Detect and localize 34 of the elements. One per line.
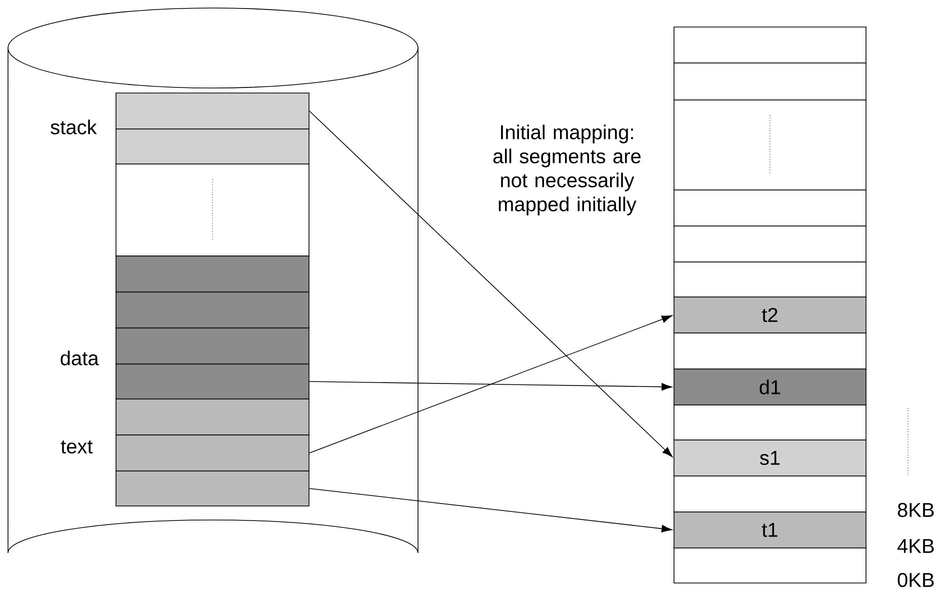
segment-label: text (60, 440, 93, 454)
segment-block (116, 292, 310, 328)
segment-label: data (60, 350, 99, 366)
page-frame: t1 (674, 512, 866, 548)
page-frame: t2 (674, 296, 866, 334)
segment-block (116, 470, 310, 506)
page-frame (674, 62, 866, 100)
page-frame (674, 26, 866, 64)
segment-label: 4KB (897, 539, 934, 553)
page-frame (674, 476, 866, 512)
segment-block (116, 328, 310, 364)
page-frame: s1 (674, 440, 866, 476)
segment-block (116, 164, 310, 256)
page-frame (674, 226, 866, 262)
page-frame (674, 404, 866, 440)
arrow (309, 488, 672, 532)
page-frame: d1 (674, 368, 866, 406)
segment-block (116, 256, 310, 292)
segment-block (116, 92, 310, 130)
note-text: Initial mapping: all segments are not necessarily mapped initially (493, 124, 641, 216)
segment-block (116, 128, 310, 164)
arrow (309, 110, 673, 458)
segment-block (116, 364, 310, 400)
segment-label: stack (50, 120, 97, 134)
arrow (309, 381, 672, 391)
segment-label: 8KB (898, 502, 934, 518)
page-frame (674, 332, 866, 370)
page-frame (674, 262, 866, 298)
segment-block (116, 398, 310, 436)
arrow (309, 315, 672, 454)
page-frame (674, 548, 866, 584)
page-frame (674, 190, 866, 226)
segment-block (116, 434, 310, 472)
segment-label: 0KB (898, 572, 934, 588)
